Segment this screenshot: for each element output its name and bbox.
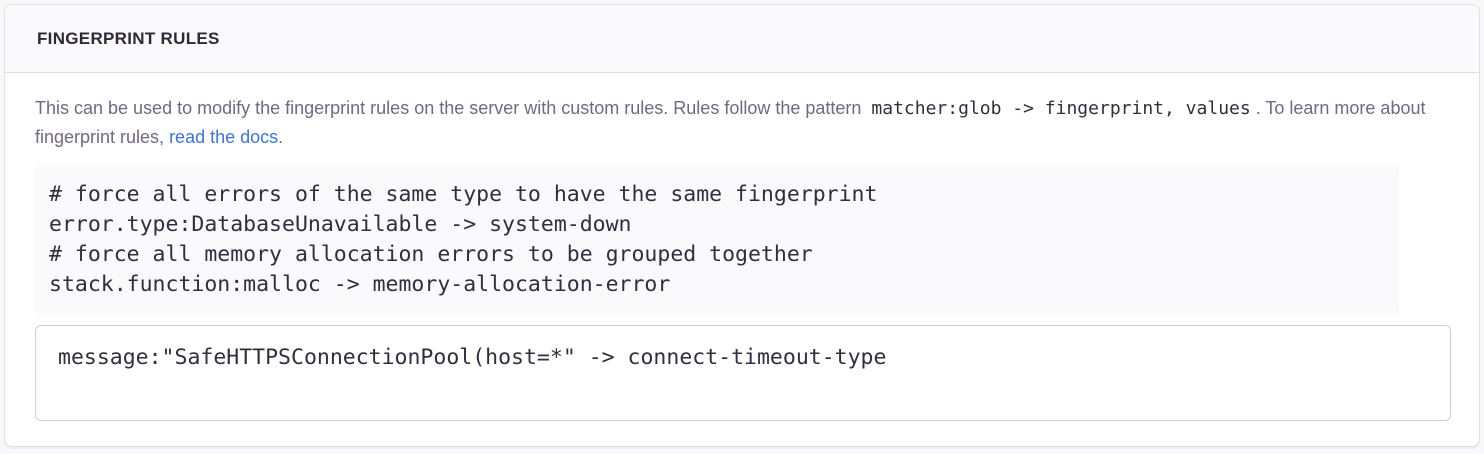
read-the-docs-link[interactable]: read the docs [169,127,279,147]
example-code-block: # force all errors of the same type to h… [35,165,1399,315]
description-text: This can be used to modify the fingerpri… [35,94,1451,151]
fingerprint-rules-input[interactable]: message:"SafeHTTPSConnectionPool(host=*"… [35,325,1451,421]
description-segment-after-link: . [278,127,284,147]
panel-header: FINGERPRINT RULES [5,5,1479,73]
description-segment-after-code: . To learn more about fingerprint rules, [35,98,1426,147]
inline-code-pattern: matcher:glob -> fingerprint, values [871,98,1251,119]
fingerprint-rules-panel: FINGERPRINT RULES This can be used to mo… [4,4,1480,447]
description-segment-before-code: This can be used to modify the fingerpri… [35,98,867,118]
panel-title: FINGERPRINT RULES [37,28,220,48]
panel-body: This can be used to modify the fingerpri… [5,73,1479,446]
